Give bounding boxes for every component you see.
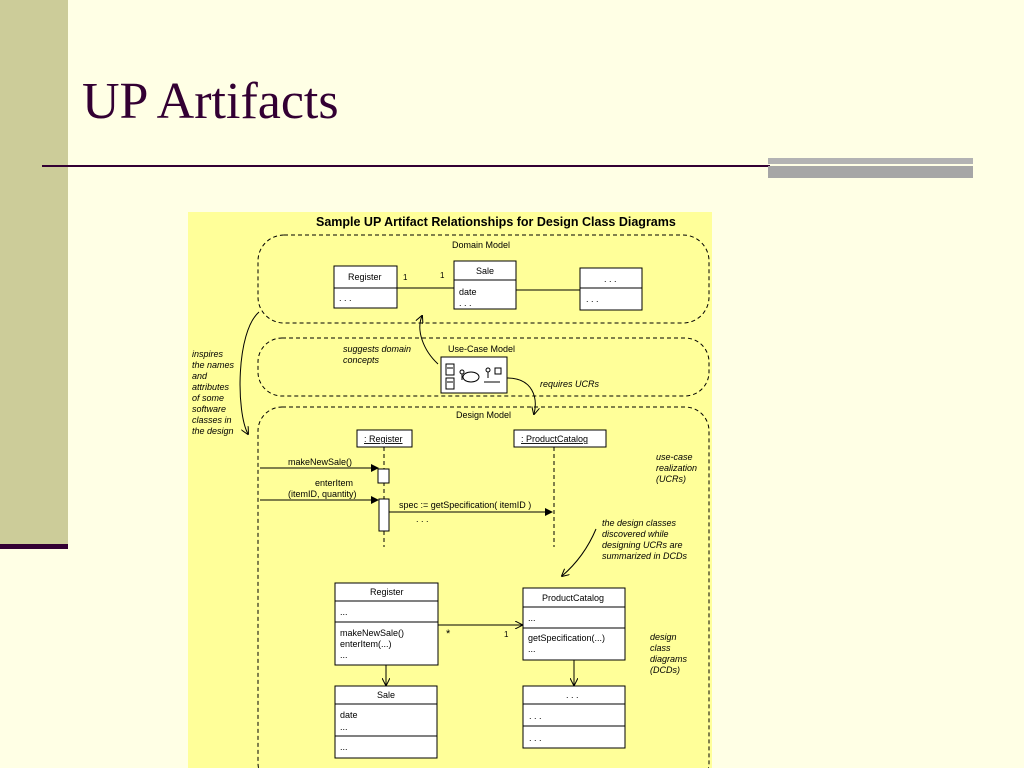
svg-text:and: and bbox=[192, 371, 208, 381]
domain-other-class: . . . . . . bbox=[579, 267, 643, 311]
dcd-assoc-one: 1 bbox=[504, 630, 509, 639]
dcd-register-op1: makeNewSale() bbox=[340, 628, 404, 638]
svg-text:the design: the design bbox=[192, 426, 234, 436]
svg-text:class: class bbox=[650, 643, 671, 653]
dcd-assoc-star: * bbox=[446, 628, 451, 640]
svg-text:design: design bbox=[650, 632, 677, 642]
annotation-suggests: suggests domain concepts bbox=[343, 344, 411, 365]
lifeline-catalog: : ProductCatalog bbox=[513, 429, 607, 547]
svg-text:suggests domain: suggests domain bbox=[343, 344, 411, 354]
dcd-register-op3: ... bbox=[340, 650, 348, 660]
svg-text:diagrams: diagrams bbox=[650, 654, 688, 664]
diagram-heading: Sample UP Artifact Relationships for Des… bbox=[316, 215, 676, 229]
sidebar-band bbox=[0, 0, 68, 548]
activation-bar-1 bbox=[377, 468, 390, 484]
msg-enter-item-2: (itemID, quantity) bbox=[288, 489, 357, 499]
lifeline-register-label: : Register bbox=[364, 434, 403, 444]
dcd-sale-attr: date bbox=[340, 710, 358, 720]
activation-bar-2 bbox=[378, 498, 390, 532]
domain-sale-more: . . . bbox=[459, 298, 472, 308]
domain-sale-attr: date bbox=[459, 287, 477, 297]
domain-model-label: Domain Model bbox=[452, 240, 510, 250]
svg-text:summarized in DCDs: summarized in DCDs bbox=[602, 551, 688, 561]
dcd-other-attrs: . . . bbox=[529, 711, 542, 721]
msg-make-new-sale: makeNewSale() bbox=[288, 457, 352, 467]
dcd-sale-ops: ... bbox=[340, 742, 348, 752]
lifeline-catalog-label: : ProductCatalog bbox=[521, 434, 588, 444]
requires-arrow bbox=[506, 377, 535, 414]
annotation-inspires: inspires the names and attributes of som… bbox=[192, 349, 235, 436]
dcd-register-attrs: ... bbox=[340, 607, 348, 617]
domain-mult-left: 1 bbox=[403, 273, 408, 282]
dcd-register-op2: enterItem(...) bbox=[340, 639, 392, 649]
svg-text:inspires: inspires bbox=[192, 349, 224, 359]
design-classes-arrow bbox=[562, 528, 597, 576]
svg-text:(DCDs): (DCDs) bbox=[650, 665, 680, 675]
msg-spec: spec := getSpecification( itemID ) bbox=[399, 500, 531, 510]
domain-other-attrs: . . . bbox=[586, 294, 599, 304]
svg-text:the design classes: the design classes bbox=[602, 518, 677, 528]
dcd-sale-class: Sale date ... ... bbox=[334, 685, 438, 759]
domain-model-region bbox=[257, 234, 710, 324]
svg-text:attributes: attributes bbox=[192, 382, 230, 392]
domain-register-class: Register . . . bbox=[333, 265, 398, 309]
domain-other-name: . . . bbox=[604, 274, 617, 284]
title-underline bbox=[42, 165, 770, 167]
dcd-other-name: . . . bbox=[566, 690, 579, 700]
dcd-catalog-attrs: ... bbox=[528, 613, 536, 623]
msg-enter-item-1: enterItem bbox=[315, 478, 353, 488]
dcd-other-ops: . . . bbox=[529, 733, 542, 743]
inspires-arrow bbox=[239, 311, 260, 434]
lifeline-register: : Register bbox=[356, 429, 413, 547]
svg-text:designing UCRs are: designing UCRs are bbox=[602, 540, 683, 550]
dcd-catalog-name: ProductCatalog bbox=[542, 593, 604, 603]
svg-text:software: software bbox=[192, 404, 226, 414]
svg-text:realization: realization bbox=[656, 463, 697, 473]
svg-text:classes in: classes in bbox=[192, 415, 232, 425]
annotation-design-class-diagrams: design class diagrams (DCDs) bbox=[650, 632, 688, 675]
dcd-catalog-op1: getSpecification(...) bbox=[528, 633, 605, 643]
dcd-sale-name: Sale bbox=[377, 690, 395, 700]
annotation-design-classes: the design classes discovered while desi… bbox=[602, 518, 688, 561]
dcd-sale-attr-more: ... bbox=[340, 722, 348, 732]
domain-sale-name: Sale bbox=[476, 266, 494, 276]
dcd-catalog-class: ProductCatalog ... getSpecification(...)… bbox=[522, 587, 626, 661]
dcd-register-class: Register ... makeNewSale() enterItem(...… bbox=[334, 582, 439, 666]
annotation-requires: requires UCRs bbox=[540, 379, 600, 389]
domain-sale-class: Sale date . . . bbox=[453, 260, 517, 310]
annotation-use-case-realization: use-case realization (UCRs) bbox=[656, 452, 697, 484]
domain-mult-right: 1 bbox=[440, 271, 445, 280]
use-case-model-region bbox=[257, 337, 710, 397]
design-model-region bbox=[257, 406, 710, 768]
domain-register-attrs: . . . bbox=[339, 293, 352, 303]
svg-text:concepts: concepts bbox=[343, 355, 380, 365]
svg-text:the names: the names bbox=[192, 360, 235, 370]
dcd-catalog-op2: ... bbox=[528, 644, 536, 654]
dcd-other-class: . . . . . . . . . bbox=[522, 685, 626, 749]
dcd-register-name: Register bbox=[370, 587, 404, 597]
design-model-label: Design Model bbox=[456, 410, 511, 420]
use-case-model-icon bbox=[440, 356, 508, 394]
domain-register-name: Register bbox=[348, 272, 382, 282]
msg-more: . . . bbox=[416, 514, 429, 524]
svg-text:discovered while: discovered while bbox=[602, 529, 669, 539]
svg-text:of some: of some bbox=[192, 393, 224, 403]
sidebar-rule bbox=[0, 544, 68, 549]
artifact-diagram: Sample UP Artifact Relationships for Des… bbox=[188, 212, 712, 768]
suggests-arrow bbox=[420, 316, 439, 365]
svg-text:(UCRs): (UCRs) bbox=[656, 474, 686, 484]
svg-text:use-case: use-case bbox=[656, 452, 693, 462]
use-case-model-label: Use-Case Model bbox=[448, 344, 515, 354]
accent-bar bbox=[768, 158, 973, 178]
slide-title: UP Artifacts bbox=[82, 73, 339, 130]
